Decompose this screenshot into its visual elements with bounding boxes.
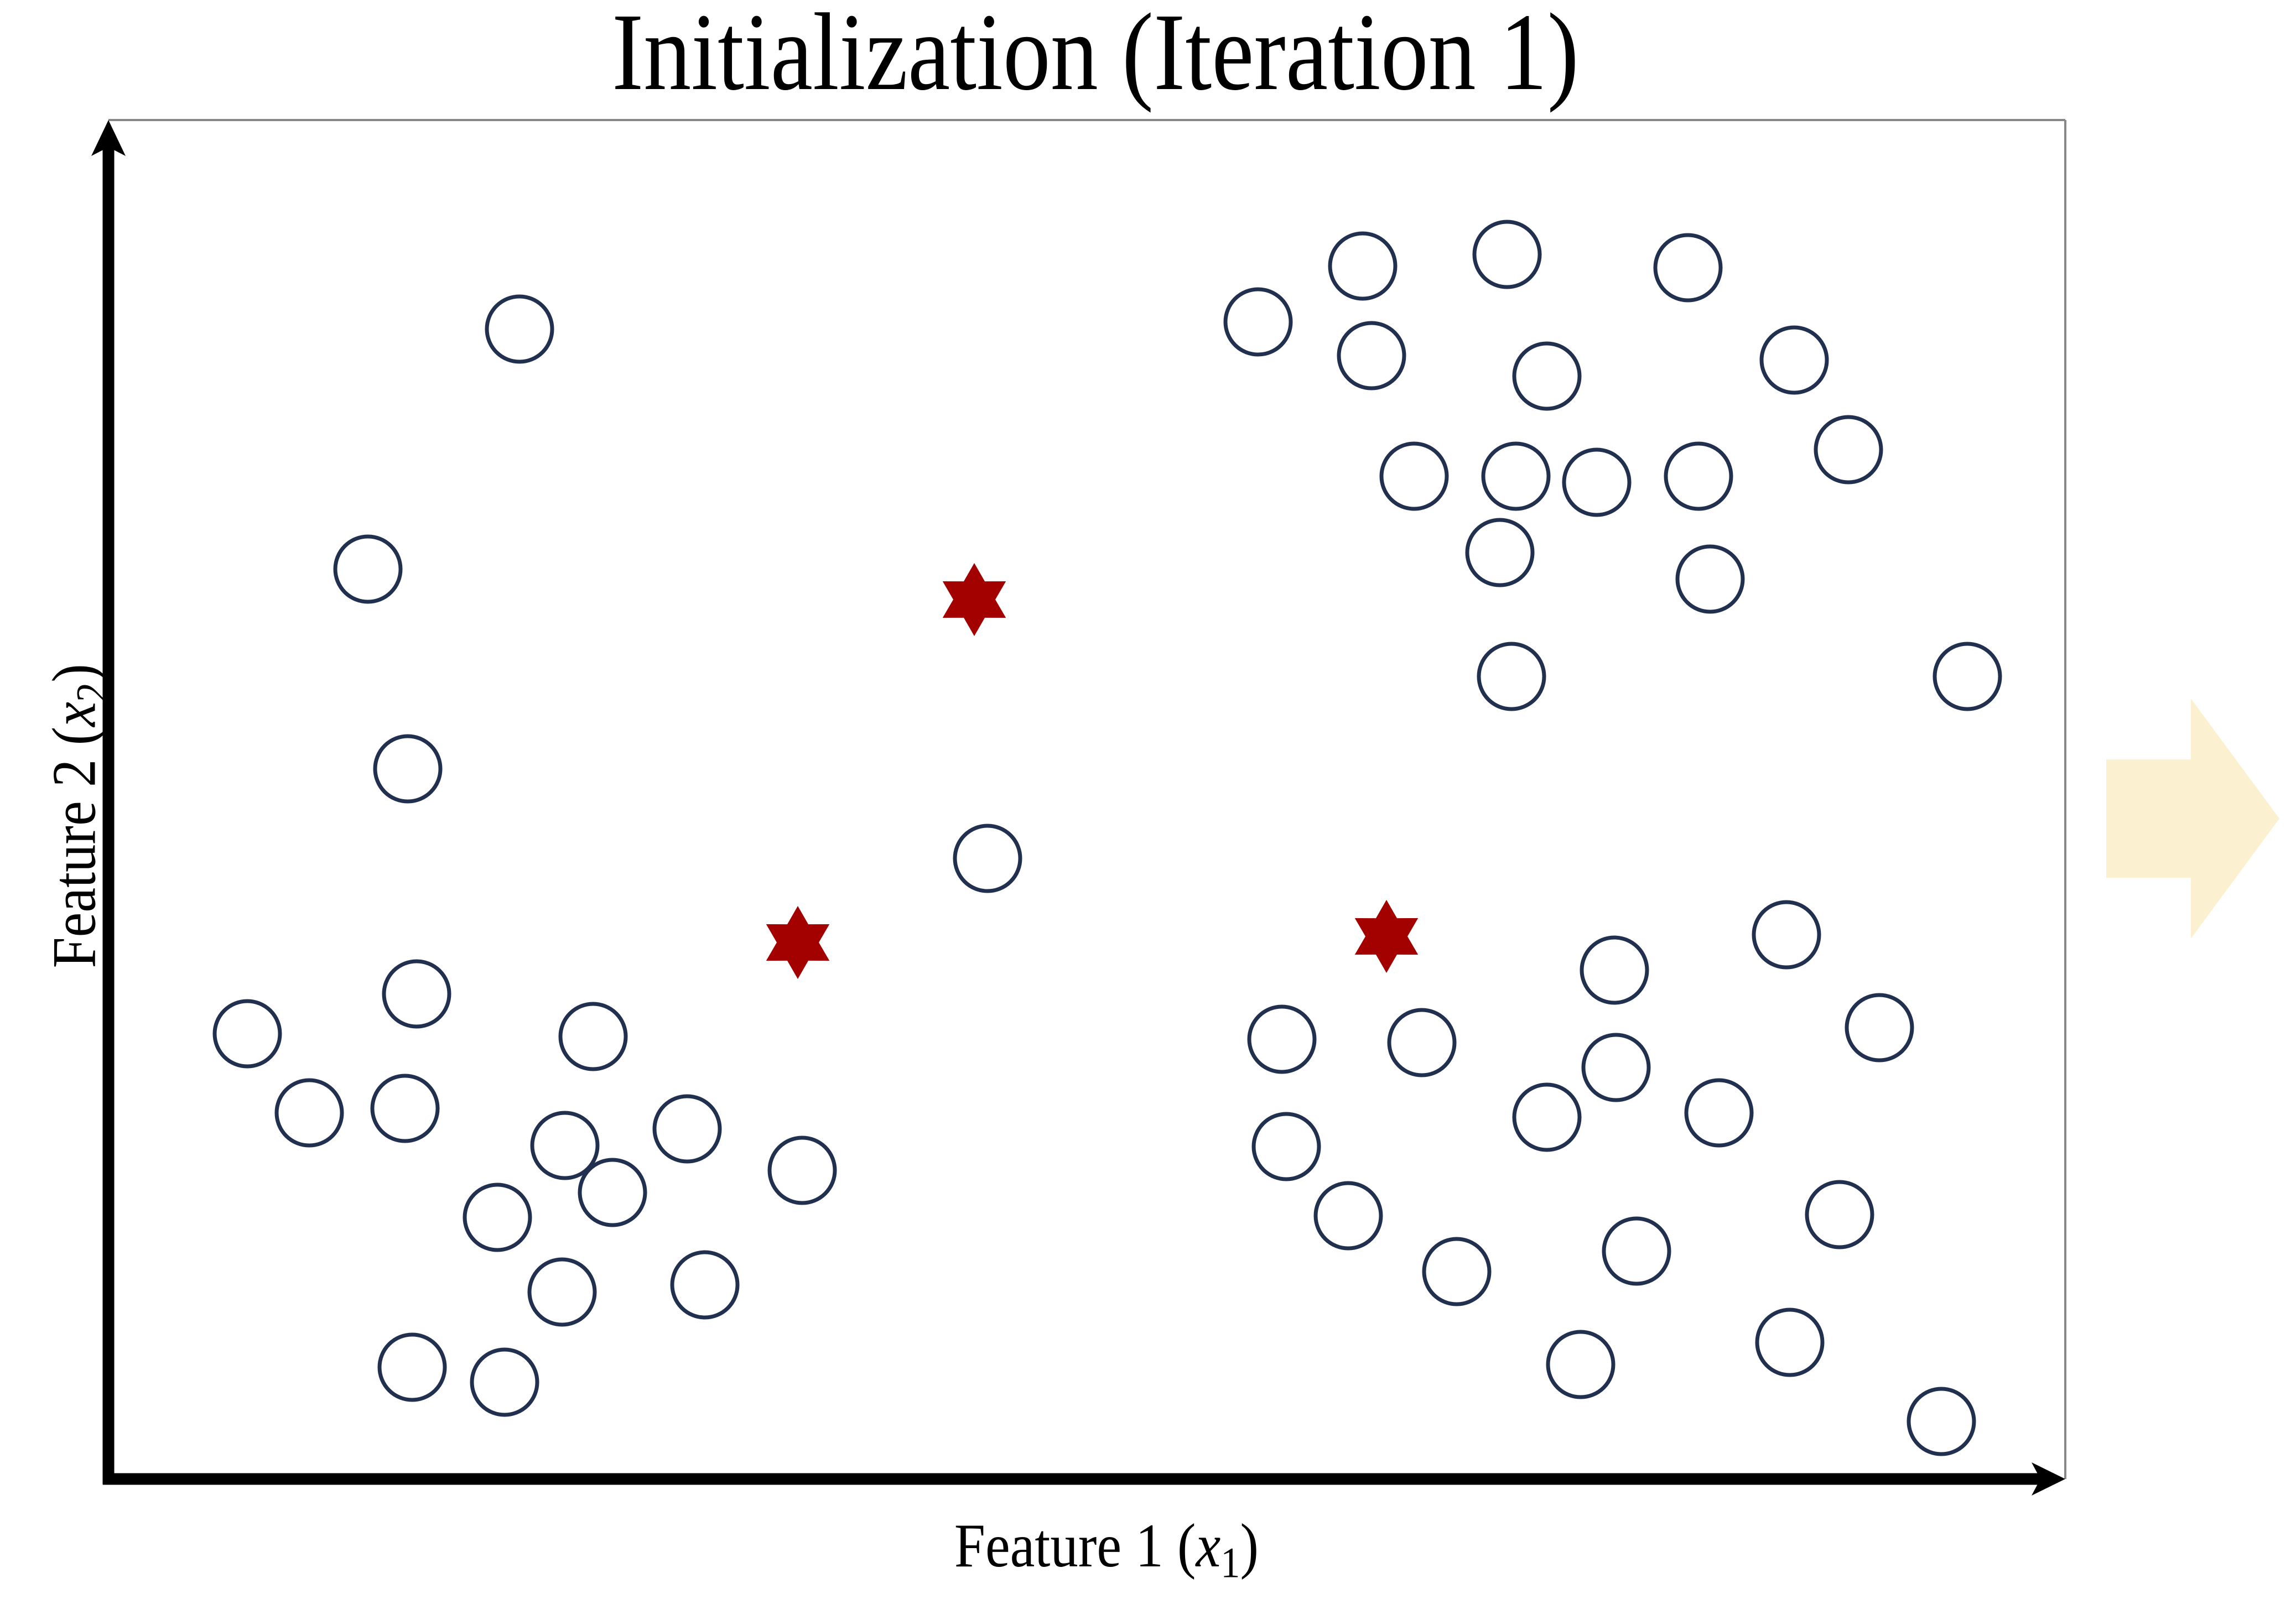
data-point-circle-icon	[670, 1250, 740, 1320]
data-point-circle-icon	[1477, 642, 1546, 711]
centroid-star-icon	[766, 906, 830, 979]
data-point-circle-icon	[1546, 1330, 1615, 1399]
data-point-circle-icon	[373, 734, 443, 804]
data-point-circle-icon	[485, 294, 554, 364]
y-axis-subscript: 2	[67, 682, 116, 702]
x-axis-subscript: 1	[1220, 1538, 1240, 1587]
data-point-circle-icon	[1465, 518, 1535, 587]
centroids	[766, 563, 1419, 979]
y-axis-label-text: Feature 2 (	[40, 726, 109, 968]
centroid-star-icon	[1354, 900, 1419, 973]
data-point-circle-icon	[1759, 325, 1829, 395]
data-point-circle-icon	[767, 1136, 837, 1205]
y-axis-label: Feature 2 (x2)	[39, 567, 128, 1065]
data-point-circle-icon	[1387, 1008, 1457, 1077]
data-point-circle-icon	[1337, 321, 1406, 390]
data-point-circle-icon	[1512, 341, 1582, 411]
data-point-circle-icon	[382, 959, 451, 1029]
data-point-circle-icon	[1845, 993, 1914, 1062]
data-point-circle-icon	[1422, 1237, 1492, 1306]
data-point-circle-icon	[1251, 1112, 1321, 1181]
data-point-circle-icon	[1223, 287, 1293, 357]
x-axis-label-text: Feature 1 (	[954, 1512, 1196, 1580]
data-point-circle-icon	[1481, 441, 1551, 511]
data-point-circle-icon	[1814, 415, 1883, 485]
next-step-arrow-icon	[2106, 699, 2279, 939]
data-point-circle-icon	[1653, 233, 1723, 303]
x-axis-arrow-icon	[2032, 1462, 2065, 1496]
data-point-circle-icon	[377, 1332, 447, 1402]
data-point-circle-icon	[1664, 441, 1733, 511]
data-point-circle-icon	[1602, 1216, 1671, 1286]
data-point-circle-icon	[1512, 1082, 1582, 1152]
chart-title: Initialization (Iteration 1)	[612, 0, 1579, 113]
data-point-circle-icon	[370, 1074, 440, 1143]
data-point-circle-icon	[1907, 1387, 1976, 1456]
data-point-circle-icon	[652, 1094, 722, 1164]
y-axis-arrow-icon	[91, 120, 126, 156]
data-point-circle-icon	[527, 1257, 597, 1327]
data-point-circle-icon	[212, 999, 282, 1069]
data-point-circle-icon	[1675, 544, 1745, 614]
data-point-circle-icon	[1328, 231, 1398, 301]
centroid-star-icon	[942, 563, 1006, 636]
data-point-circle-icon	[274, 1078, 344, 1148]
y-axis-var: x	[40, 702, 109, 727]
data-point-circle-icon	[1247, 1004, 1317, 1074]
data-point-circle-icon	[1752, 900, 1821, 970]
data-point-circle-icon	[953, 824, 1022, 893]
data-point-circle-icon	[1805, 1180, 1874, 1249]
y-axis-close-paren: )	[40, 664, 109, 683]
data-point-circle-icon	[463, 1183, 532, 1252]
data-point-circle-icon	[530, 1111, 600, 1180]
data-point-circle-icon	[1684, 1078, 1754, 1148]
data-point-circle-icon	[470, 1347, 539, 1417]
data-point-circle-icon	[1933, 642, 2002, 711]
data-point-circle-icon	[578, 1158, 647, 1227]
data-point-circle-icon	[333, 534, 403, 604]
data-point-circle-icon	[1580, 935, 1649, 1005]
x-axis-label: Feature 1 (x1)	[858, 1510, 1355, 1599]
x-axis-close-paren: )	[1240, 1512, 1259, 1580]
data-point-circle-icon	[1581, 1033, 1651, 1102]
data-point-circle-icon	[1379, 441, 1449, 511]
x-axis-var: x	[1196, 1512, 1221, 1580]
data-point-circle-icon	[1313, 1181, 1383, 1251]
data-point-circle-icon	[1562, 447, 1632, 517]
data-point-circle-icon	[1755, 1308, 1825, 1377]
data-point-circle-icon	[1472, 220, 1542, 289]
data-point-circle-icon	[558, 1002, 628, 1071]
data-points	[212, 220, 2002, 1456]
